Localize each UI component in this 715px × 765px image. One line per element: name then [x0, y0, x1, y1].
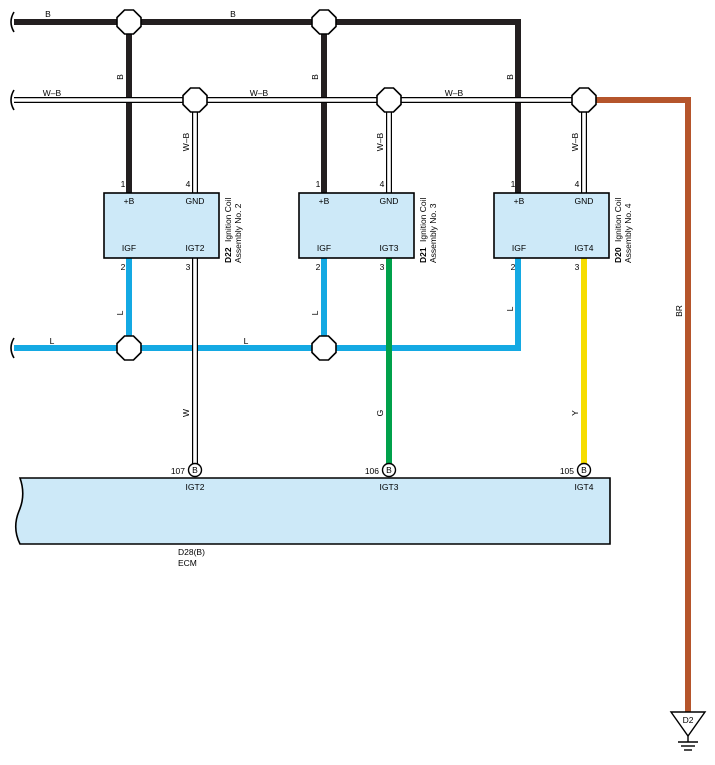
pin-number: 1 — [511, 179, 516, 189]
pin-label: +B — [319, 196, 330, 206]
ground-symbol: D2 — [669, 711, 707, 751]
pin-label: +B — [124, 196, 135, 206]
coil-code: D20 — [613, 247, 623, 263]
pin-number: 1 — [316, 179, 321, 189]
wire-label-b: B — [230, 9, 236, 19]
wire-label-b: B — [505, 74, 515, 80]
l-wire-bus — [14, 258, 521, 351]
wire-label-br: BR — [674, 305, 684, 317]
pin-number: 106 — [365, 466, 379, 476]
splice-b-1 — [116, 9, 142, 35]
coil-name: Assembly No. 3 — [428, 203, 438, 263]
wire-label-wb: W–B — [181, 132, 191, 151]
wire-label-wb: W–B — [250, 88, 269, 98]
wire-label-l: L — [50, 336, 55, 346]
pin-label: IGF — [122, 243, 136, 253]
wire-label-l: L — [244, 336, 249, 346]
splice-wb-2 — [376, 87, 402, 113]
pin-number: 105 — [560, 466, 574, 476]
pin-label: GND — [186, 196, 205, 206]
pin-label: GND — [380, 196, 399, 206]
coil-code: D21 — [418, 247, 428, 263]
pin-label: IGF — [512, 243, 526, 253]
connector-letter: B — [192, 465, 198, 475]
wire-label-g: G — [375, 410, 385, 417]
wire-label-l: L — [310, 310, 320, 315]
ecm-code: D28(B) — [178, 547, 205, 557]
terminal-label: IGT4 — [575, 482, 594, 492]
wire-label-wb: W–B — [570, 132, 580, 151]
splice-b-2 — [311, 9, 337, 35]
pin-label: GND — [575, 196, 594, 206]
wire-label-y: Y — [570, 410, 580, 416]
wire-label-wb: W–B — [445, 88, 464, 98]
terminal-label: IGT2 — [186, 482, 205, 492]
pin-number: 4 — [575, 179, 580, 189]
wire-label-wb: W–B — [43, 88, 62, 98]
pin-number: 1 — [121, 179, 126, 189]
pin-number: 107 — [171, 466, 185, 476]
splice-points — [116, 9, 597, 361]
coil-name: Ignition Coil — [223, 197, 233, 242]
coil-name: Assembly No. 2 — [233, 203, 243, 263]
br-wire — [584, 97, 691, 712]
pin-label: IGF — [317, 243, 331, 253]
pin-number: 4 — [380, 179, 385, 189]
coil-code: D22 — [223, 247, 233, 263]
pin-number: 3 — [380, 262, 385, 272]
pin-number: 4 — [186, 179, 191, 189]
splice-l-1 — [116, 335, 142, 361]
pin-label: IGT2 — [186, 243, 205, 253]
ecm-name: ECM — [178, 558, 197, 568]
wire-label-w: W — [181, 409, 191, 417]
coil-name: Assembly No. 4 — [623, 203, 633, 263]
ignition-coil-2: 1 4 +B GND IGF IGT2 2 3 D22 Ignition Coi… — [103, 179, 243, 272]
wire-label-b: B — [45, 9, 51, 19]
pin-number: 2 — [511, 262, 516, 272]
connector-letter: B — [581, 465, 587, 475]
coil-name: Ignition Coil — [418, 197, 428, 242]
pin-label: +B — [514, 196, 525, 206]
wire-label-wb: W–B — [375, 132, 385, 151]
wire-label-l: L — [115, 310, 125, 315]
pin-number: 2 — [316, 262, 321, 272]
splice-wb-3 — [571, 87, 597, 113]
pin-label: IGT3 — [380, 243, 399, 253]
pin-number: 3 — [186, 262, 191, 272]
wire-label-b: B — [310, 74, 320, 80]
wire-break-marks — [10, 11, 15, 359]
pin-number: 2 — [121, 262, 126, 272]
b-wire-bus — [14, 19, 521, 195]
wire-label-l: L — [505, 306, 515, 311]
ecm-unit: B 107 IGT2 B 106 IGT3 B 105 IGT4 D28(B) … — [14, 462, 611, 568]
terminal-label: IGT3 — [380, 482, 399, 492]
pin-number: 3 — [575, 262, 580, 272]
splice-l-2 — [311, 335, 337, 361]
ignition-coil-4: 1 4 +B GND IGF IGT4 2 3 D20 Ignition Coi… — [493, 179, 633, 272]
coil-name: Ignition Coil — [613, 197, 623, 242]
wb-wire-bus — [14, 97, 587, 195]
wire-labels: B B W–B W–B W–B L L B B B W–B W–B W–B L … — [43, 9, 684, 417]
wire-label-b: B — [115, 74, 125, 80]
pin-label: IGT4 — [575, 243, 594, 253]
ground-label: D2 — [683, 715, 694, 725]
ecm-terminal-107: B 107 IGT2 — [171, 462, 205, 492]
connector-letter: B — [386, 465, 392, 475]
ignition-coil-3: 1 4 +B GND IGF IGT3 2 3 D21 Ignition Coi… — [298, 179, 438, 272]
ecm-terminal-105: B 105 IGT4 — [560, 462, 594, 492]
ecm-terminal-106: B 106 IGT3 — [365, 462, 399, 492]
splice-wb-1 — [182, 87, 208, 113]
